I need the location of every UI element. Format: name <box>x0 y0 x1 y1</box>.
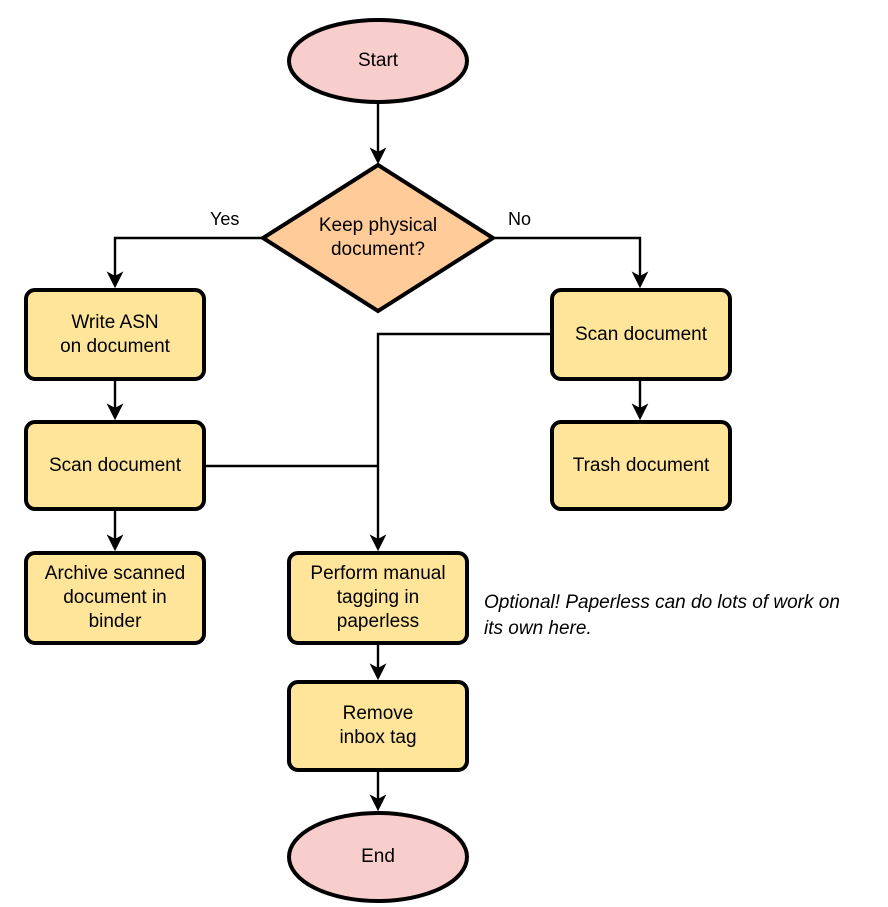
node-trash-shape <box>550 420 732 511</box>
node-end-shape <box>287 811 469 903</box>
node-scan-right-shape <box>550 288 732 381</box>
node-start-shape <box>287 18 469 104</box>
node-scan-left-shape <box>24 420 206 511</box>
node-decision-shape <box>259 162 497 314</box>
optional-note-text: Optional! Paperless can do lots of work … <box>484 592 840 639</box>
edge-scan-right-to-tagging <box>369 332 552 552</box>
node-remove-inbox-shape <box>287 680 469 772</box>
edge-decision-yes-to-write-asn <box>106 236 263 289</box>
edge-label-yes: Yes <box>210 209 240 229</box>
edge-label-no: No <box>508 209 532 229</box>
node-archive-shape <box>24 551 206 645</box>
node-write-asn-shape <box>24 288 206 381</box>
edge-decision-no-to-scan-right <box>493 236 649 289</box>
node-tagging-shape <box>287 551 469 645</box>
